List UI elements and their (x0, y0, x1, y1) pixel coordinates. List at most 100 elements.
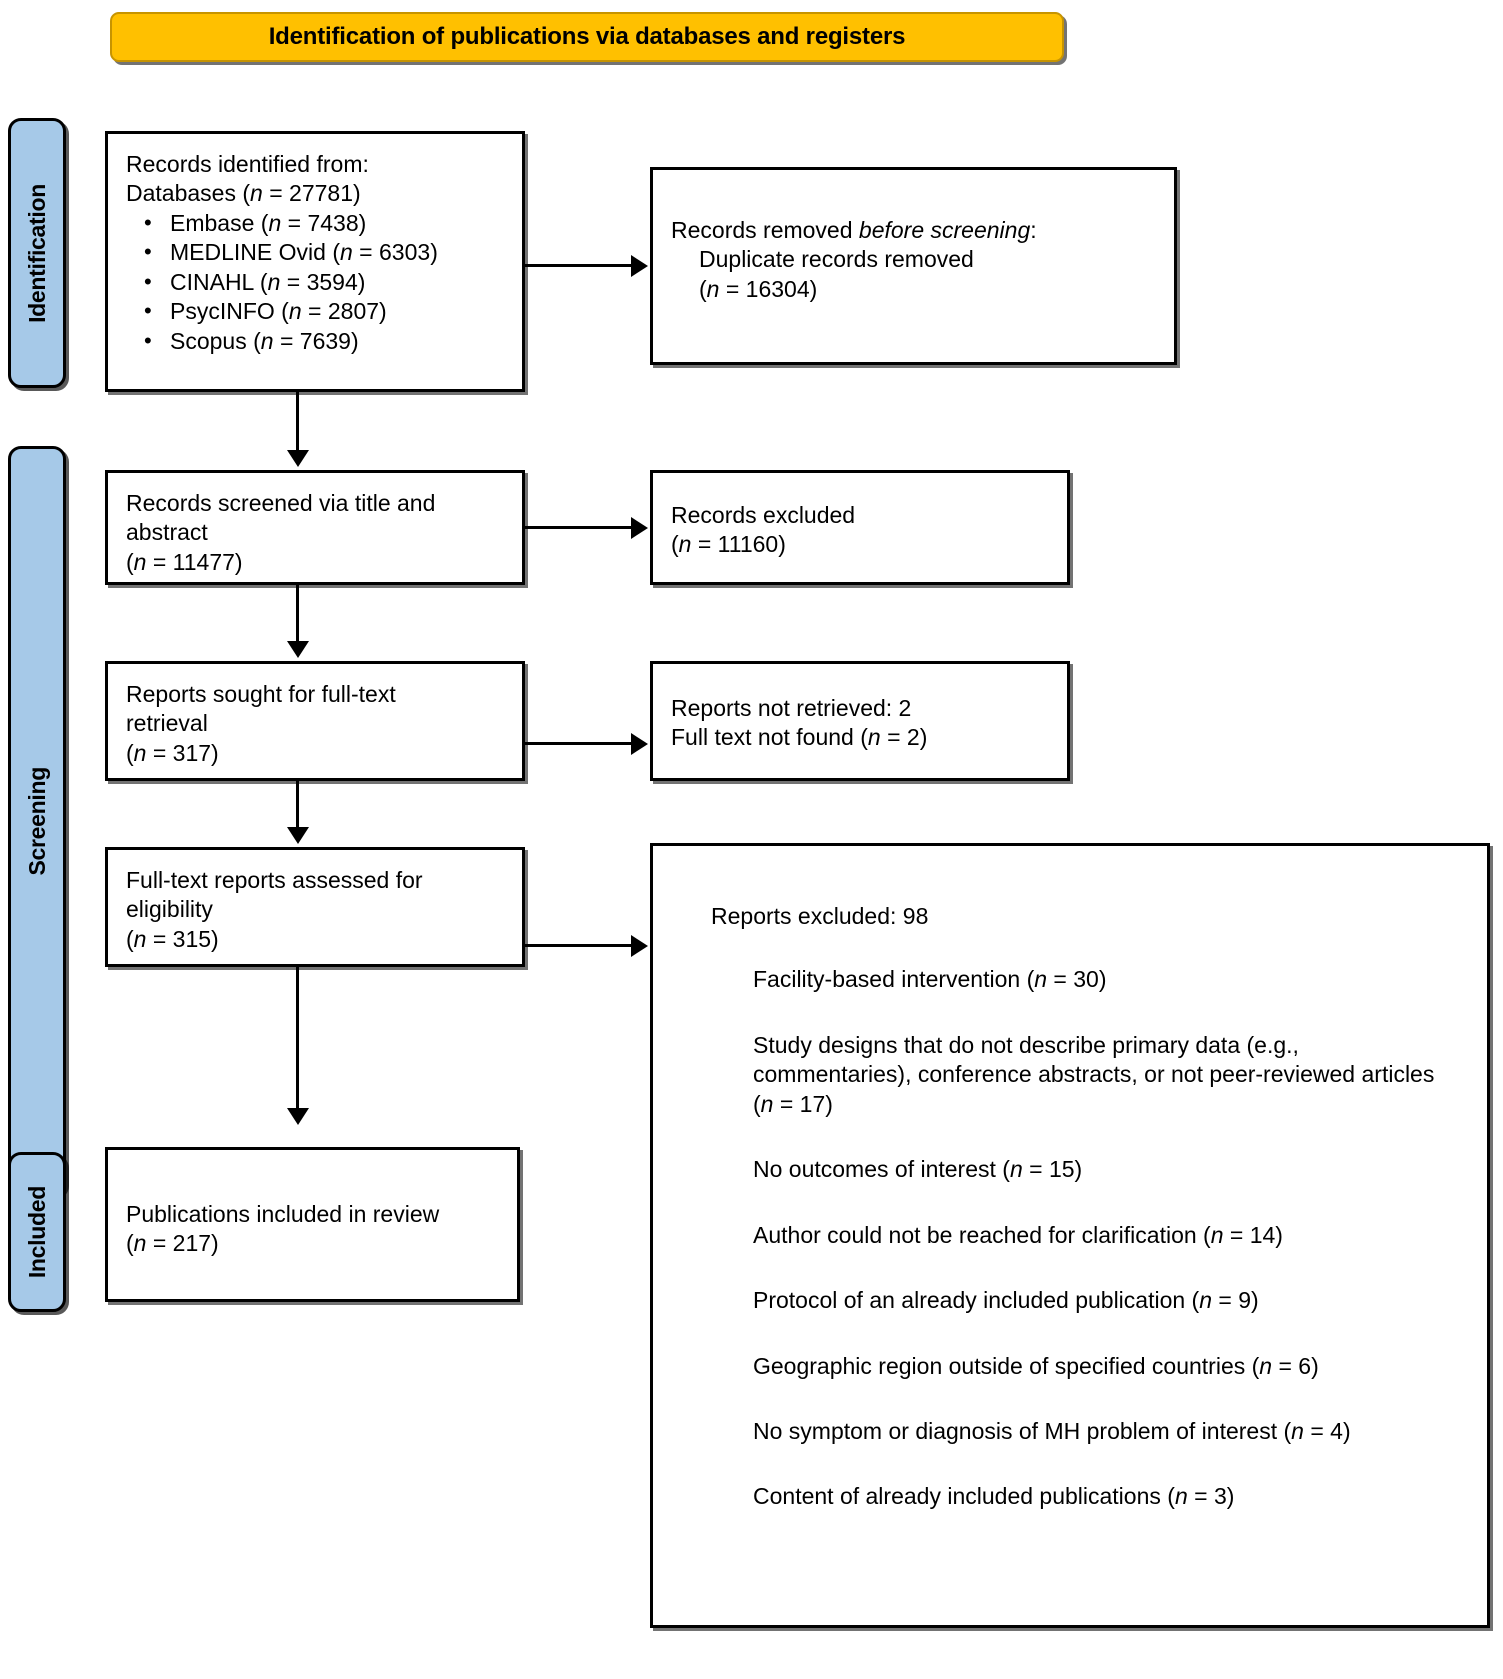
phase-label-included: Included (23, 1185, 50, 1279)
database-name: CINAHL (170, 268, 254, 295)
databases-prefix: Databases ( (126, 180, 251, 207)
count-value: 2807 (327, 298, 380, 325)
diagram-banner-title: Identification of publications via datab… (110, 12, 1064, 62)
arrowhead-right (631, 733, 648, 755)
records-excluded-line1: Records excluded (671, 502, 856, 528)
fulltext-assessed-line2: eligibility (126, 896, 213, 923)
phase-bar-identification: Identification (8, 118, 66, 388)
n-italic: n (1210, 1221, 1224, 1248)
records-removed-line1: Records removed before screening: (671, 216, 1156, 245)
arrowhead-down (287, 641, 309, 658)
box-records-excluded: Records excluded (n = 11160) (650, 470, 1070, 585)
box-publications-included: Publications included in review (n = 217… (105, 1147, 520, 1302)
paren-open: ( (699, 275, 707, 302)
records-screened-line2: abstract (126, 519, 208, 546)
reason-count: = 9) (1212, 1287, 1259, 1314)
n-italic: n (760, 1090, 774, 1117)
count-suffix: = 11477) (146, 548, 243, 575)
list-item: MEDLINE Ovid (n = 6303) (144, 238, 504, 267)
paren-open: ( (126, 925, 134, 952)
database-name: PsycINFO (170, 298, 275, 325)
connector-screened-to-sought (296, 585, 299, 643)
count-value: 7438 (307, 209, 359, 236)
reason-count: = 6) (1272, 1352, 1319, 1379)
count-suffix: = 315) (146, 925, 219, 952)
paren-open: ( (671, 531, 679, 558)
reason-text: No symptom or diagnosis of MH problem of… (753, 1417, 1292, 1444)
phase-bar-included: Included (8, 1152, 66, 1312)
list-item: CINAHL (n = 3594) (144, 268, 504, 297)
records-identified-databases-total: Databases (n = 27781) (126, 179, 504, 208)
box-reports-excluded-detail: Reports excluded: 98 Facility-based inte… (650, 843, 1490, 1628)
count-suffix: = 2) (880, 724, 928, 751)
n-italic: n (1291, 1417, 1304, 1444)
n-italic: n (133, 1230, 147, 1257)
list-item: No symptom or diagnosis of MH problem of… (711, 1417, 1447, 1446)
removed-suffix: : (1030, 217, 1037, 243)
box-reports-not-retrieved: Reports not retrieved: 2 Full text not f… (650, 661, 1070, 781)
records-screened-line1: Records screened via title and (126, 490, 436, 516)
reason-text: Geographic region outside of specified c… (753, 1352, 1260, 1379)
box-reports-sought: Reports sought for full-text retrieval (… (105, 661, 525, 781)
fulltext-assessed-line1: Full-text reports assessed for (126, 867, 423, 893)
database-count: (n = 6303) (332, 239, 438, 266)
n-italic: n (268, 209, 282, 236)
reason-count: = 4) (1303, 1417, 1351, 1444)
databases-suffix: = 27781) (262, 180, 361, 207)
database-name: MEDLINE Ovid (170, 239, 326, 266)
box-fulltext-assessed: Full-text reports assessed for eligibili… (105, 847, 525, 967)
count-value: 3594 (306, 268, 358, 295)
arrowhead-down (287, 827, 309, 844)
database-count: (n = 2807) (281, 298, 387, 325)
n-italic: n (1174, 1483, 1188, 1510)
reason-text: Study designs that do not describe prima… (753, 1031, 1435, 1117)
connector-sought-to-fulltext (296, 781, 299, 829)
n-italic: n (250, 180, 263, 207)
n-italic: n (1009, 1156, 1023, 1183)
connector-screened-to-excluded (525, 526, 633, 529)
banner-label: Identification of publications via datab… (268, 23, 906, 50)
removed-prefix: Records removed (671, 217, 859, 243)
n-italic: n (867, 724, 881, 751)
database-count: (n = 7639) (253, 327, 359, 354)
count-suffix: = 11160) (691, 531, 786, 558)
reason-text: Protocol of an already included publicat… (753, 1287, 1200, 1314)
n-italic: n (1199, 1287, 1213, 1314)
n-italic: n (267, 268, 281, 295)
records-removed-count: (n = 16304) (671, 275, 1156, 304)
fulltext-assessed-count: (n = 315) (126, 925, 504, 954)
publications-included-line1: Publications included in review (126, 1201, 440, 1227)
box-records-removed: Records removed before screening: Duplic… (650, 167, 1177, 365)
n-italic: n (706, 275, 720, 302)
list-item: Content of already included publications… (711, 1482, 1447, 1511)
records-removed-line2: Duplicate records removed (699, 246, 974, 273)
connector-identified-to-removed (525, 264, 633, 267)
list-item: Protocol of an already included publicat… (711, 1286, 1447, 1315)
arrowhead-right (631, 255, 648, 277)
reason-text: Facility-based intervention ( (753, 966, 1035, 993)
n-italic: n (1034, 966, 1048, 993)
reports-sought-line2: retrieval (126, 710, 208, 737)
paren-open: ( (126, 1230, 134, 1257)
reports-sought-line1: Reports sought for full-text (126, 681, 396, 707)
reason-text: Content of already included publications… (753, 1483, 1175, 1510)
n-italic: n (133, 925, 147, 952)
list-item: PsycINFO (n = 2807) (144, 297, 504, 326)
exclusion-reason-list: Reports excluded: 98 Facility-based inte… (711, 902, 1447, 1512)
list-item: Author could not be reached for clarific… (711, 1221, 1447, 1250)
reports-excluded-total: Reports excluded: 98 (711, 903, 929, 929)
publications-included-count: (n = 217) (126, 1229, 499, 1258)
list-item: Scopus (n = 7639) (144, 327, 504, 356)
records-identified-heading: Records identified from: (126, 151, 369, 177)
connector-fulltext-to-included (296, 967, 299, 1110)
count-suffix: = 317) (146, 739, 219, 766)
phase-label-identification: Identification (23, 183, 50, 323)
connector-fulltext-to-reports-excluded (525, 944, 633, 947)
database-name: Embase (170, 209, 255, 236)
list-item: No outcomes of interest (n = 15) (711, 1155, 1447, 1184)
fulltext-notfound-prefix: Full text not found ( (671, 724, 868, 751)
reason-text: Author could not be reached for clarific… (753, 1221, 1211, 1248)
n-italic: n (133, 739, 147, 766)
arrowhead-right (631, 935, 648, 957)
records-excluded-count: (n = 11160) (671, 530, 1049, 559)
